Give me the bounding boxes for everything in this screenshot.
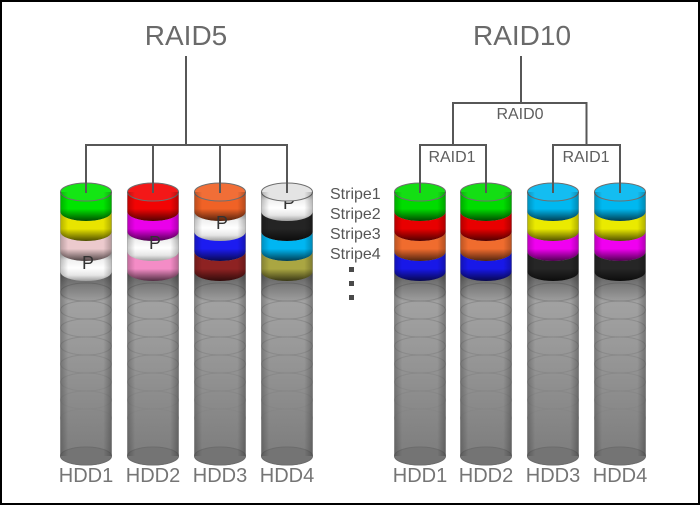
raid5-tree-lines bbox=[85, 56, 288, 193]
raid1-left-label: RAID1 bbox=[428, 149, 476, 166]
side-shading bbox=[594, 192, 646, 456]
stripe-legend: Stripe1 Stripe2 Stripe3 Stripe4 bbox=[330, 185, 381, 265]
raid5-disk-hdd1: P bbox=[58, 180, 114, 472]
raid1-right-label: RAID1 bbox=[562, 149, 610, 166]
disk-cylinder: P bbox=[127, 182, 179, 466]
disk-cylinder: P bbox=[194, 182, 246, 466]
disk-cylinder bbox=[527, 182, 579, 466]
raid10-hdd4-label: HDD4 bbox=[592, 465, 648, 487]
disk-cylinder: P bbox=[60, 182, 112, 466]
raid10-disk-hdd3 bbox=[525, 180, 581, 472]
raid5-disk-hdd4: P bbox=[259, 180, 315, 472]
disk-cylinder: P bbox=[261, 182, 313, 466]
raid5-hdd3-label: HDD3 bbox=[192, 465, 248, 487]
raid10-disk-hdd2 bbox=[458, 180, 514, 472]
raid10-hdd1-label: HDD1 bbox=[392, 465, 448, 487]
raid5-hdd2-label: HDD2 bbox=[125, 465, 181, 487]
raid10-disk-hdd4 bbox=[592, 180, 648, 472]
raid5-hdd1-label: HDD1 bbox=[58, 465, 114, 487]
side-shading bbox=[527, 192, 579, 456]
raid10-hdd3-label: HDD3 bbox=[525, 465, 581, 487]
raid5-title: RAID5 bbox=[144, 20, 228, 51]
ellipsis-dot bbox=[349, 281, 354, 286]
disk-cylinder bbox=[394, 182, 446, 466]
stripe3-label: Stripe3 bbox=[330, 226, 381, 243]
stripe4-label: Stripe4 bbox=[330, 246, 381, 263]
side-shading bbox=[261, 192, 313, 456]
side-shading bbox=[460, 192, 512, 456]
raid0-label: RAID0 bbox=[496, 106, 544, 123]
raid10-tree-lines bbox=[419, 56, 621, 193]
raid5-disk-hdd2: P bbox=[125, 180, 181, 472]
side-shading bbox=[60, 192, 112, 456]
raid5-disk-hdd3: P bbox=[192, 180, 248, 472]
ellipsis-dot bbox=[349, 267, 354, 272]
stripe1-label: Stripe1 bbox=[330, 186, 381, 203]
disk-cylinder bbox=[594, 182, 646, 466]
side-shading bbox=[194, 192, 246, 456]
raid10-hdd2-label: HDD2 bbox=[458, 465, 514, 487]
side-shading bbox=[127, 192, 179, 456]
side-shading bbox=[394, 192, 446, 456]
raid5-hdd4-label: HDD4 bbox=[259, 465, 315, 487]
raid10-disk-hdd1 bbox=[392, 180, 448, 472]
disk-cylinder bbox=[460, 182, 512, 466]
stripe2-label: Stripe2 bbox=[330, 206, 381, 223]
ellipsis-dot bbox=[349, 295, 354, 300]
raid10-title: RAID10 bbox=[472, 20, 572, 51]
